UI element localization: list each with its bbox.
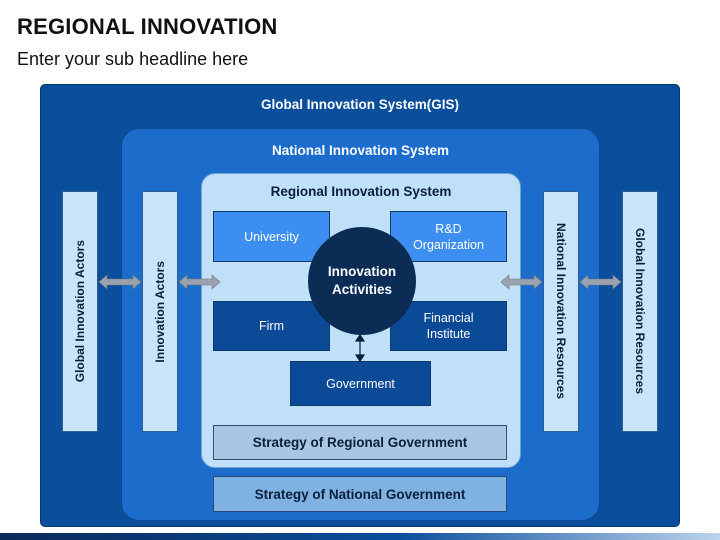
national-innovation-resources-bar: National Innovation Resources [543,191,579,432]
rd-organization-box: R&D Organization [390,211,507,262]
strategy-national-label: Strategy of National Government [254,486,466,502]
innovation-activities-label: Innovation Activities [327,264,397,297]
double-arrow-icon [98,274,142,290]
page-subtitle: Enter your sub headline here [17,49,249,69]
page-title: REGIONAL INNOVATION [17,14,278,39]
double-arrow-icon [500,274,543,290]
strategy-regional-label: Strategy of Regional Government [252,435,468,450]
government-box: Government [290,361,431,406]
national-system-label: National Innovation System [271,143,450,158]
university-box: University [213,211,330,262]
firm-label: Firm [259,319,284,333]
regional-system-label: Regional Innovation System [270,184,452,199]
national-innovation-resources-label: National Innovation Resources [554,223,568,400]
global-system-label: Global Innovation System(GIS) [260,97,460,112]
strategy-national-box: Strategy of National Government [213,476,507,512]
strategy-regional-box: Strategy of Regional Government [213,425,507,460]
double-arrow-icon [579,274,622,290]
global-innovation-resources-label: Global Innovation Resources [633,228,647,395]
financial-institute-box: Financial Institute [390,301,507,351]
footer-gradient-bar [0,533,720,540]
double-arrow-icon [178,274,221,290]
financial-institute-label: Financial Institute [423,311,474,341]
global-innovation-resources-bar: Global Innovation Resources [622,191,658,432]
vertical-double-arrow-icon [354,333,366,363]
firm-box: Firm [213,301,330,351]
innovation-actors-bar: Innovation Actors [142,191,178,432]
government-label: Government [326,376,395,391]
innovation-activities-circle: Innovation Activities [308,227,416,335]
university-label: University [244,229,299,244]
global-innovation-actors-bar: Global Innovation Actors [62,191,98,432]
rd-organization-label: R&D Organization [413,221,484,252]
